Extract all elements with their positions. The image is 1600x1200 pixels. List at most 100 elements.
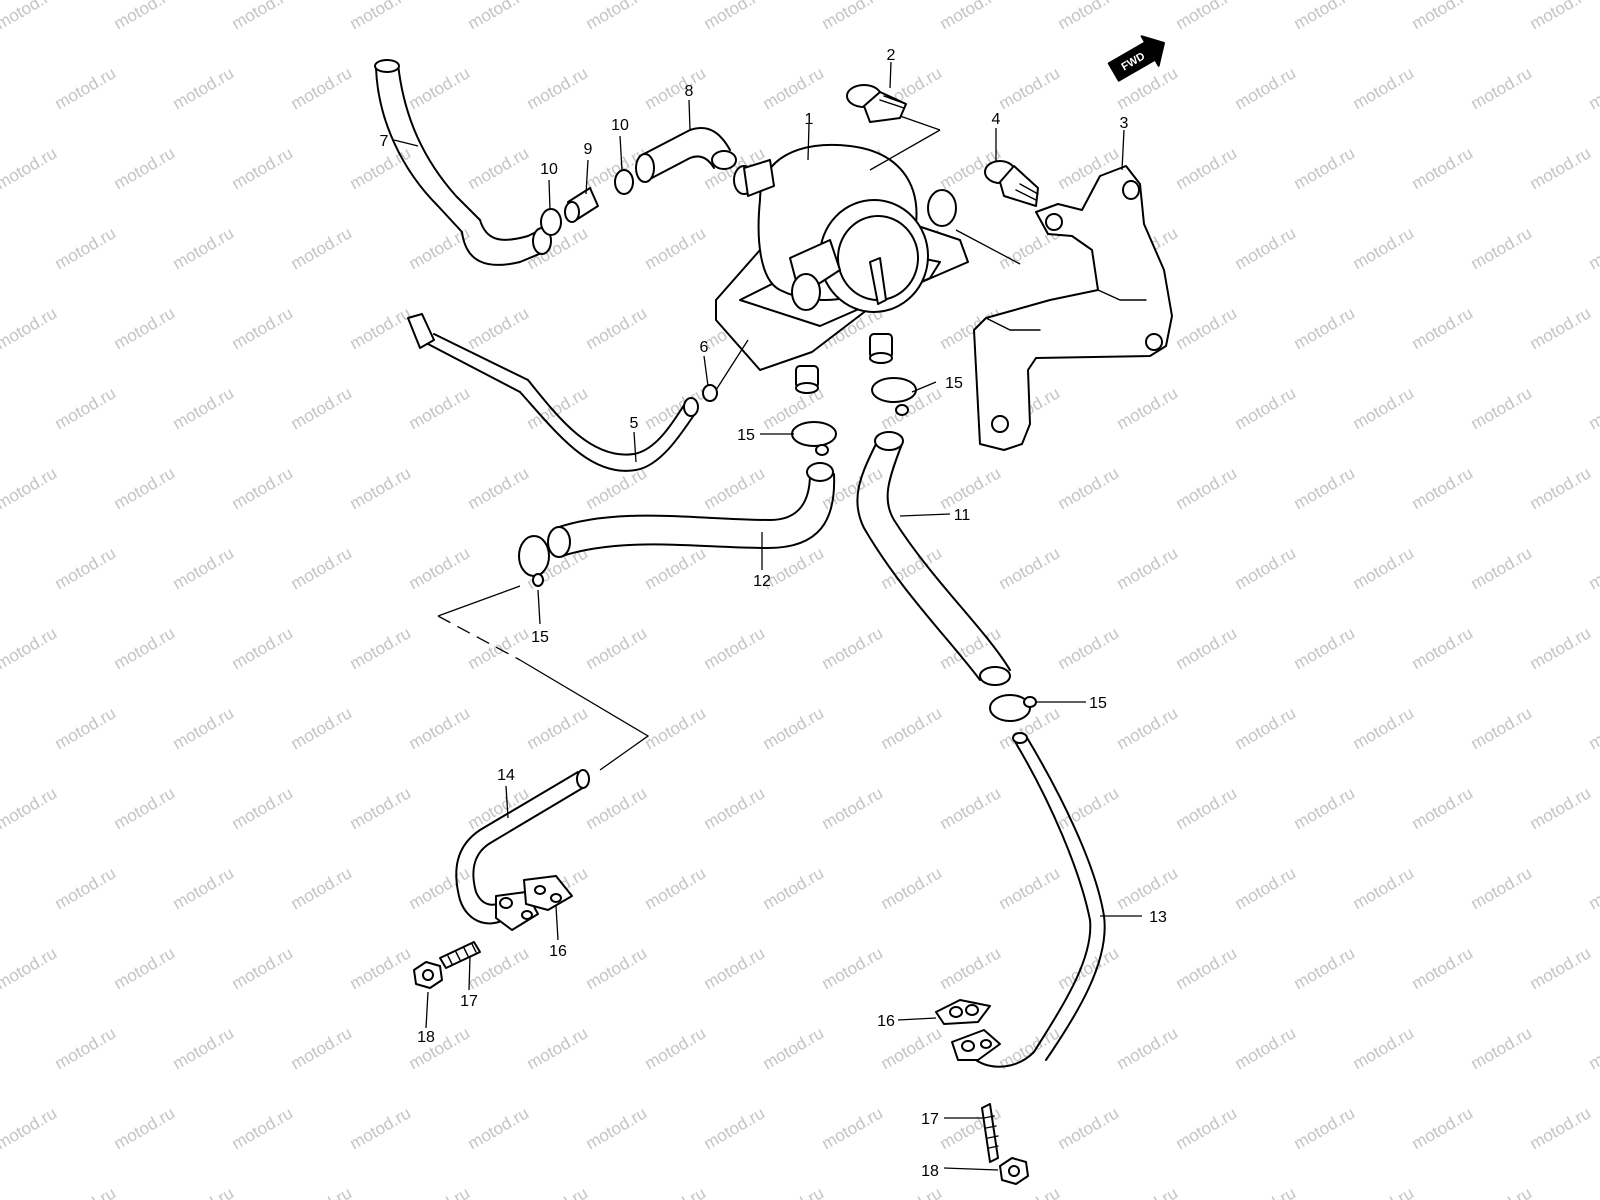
watermark-text: motod.ru (229, 303, 297, 353)
watermark-text: motod.ru (0, 303, 60, 353)
watermark-text: motod.ru (170, 1183, 238, 1200)
watermark-text: motod.ru (52, 223, 120, 273)
watermark-text: motod.ru (1409, 0, 1477, 33)
callout-18-right: 18 (921, 1163, 939, 1180)
watermark-text: motod.ru (0, 143, 60, 193)
watermark-text: motod.ru (878, 543, 946, 593)
watermark-text: motod.ru (1409, 463, 1477, 513)
watermark-text: motod.ru (229, 0, 297, 33)
watermark-text: motod.ru (1114, 1023, 1182, 1073)
watermark-text: motod.ru (583, 1103, 651, 1153)
watermark-text: motod.ru (583, 783, 651, 833)
watermark-text: motod.ru (760, 703, 828, 753)
watermark-text: motod.ru (111, 783, 179, 833)
watermark-text: motod.ru (1232, 863, 1300, 913)
callout-18-left: 18 (417, 1029, 435, 1046)
watermark-text: motod.ru (288, 863, 356, 913)
bolt-4 (984, 160, 1039, 207)
watermark-text: motod.ru (1350, 863, 1418, 913)
watermark-text: motod.ru (347, 783, 415, 833)
watermark-text: motod.ru (288, 543, 356, 593)
watermark-text: motod.ru (1586, 1023, 1600, 1073)
watermark-text: motod.ru (229, 143, 297, 193)
watermark-text: motod.ru (111, 0, 179, 33)
watermark-text: motod.ru (1291, 943, 1359, 993)
callout-10-right: 10 (611, 117, 629, 134)
watermark-text: motod.ru (1468, 863, 1536, 913)
watermark-text: motod.ru (1527, 143, 1595, 193)
pipe-9 (564, 187, 599, 223)
watermark-text: motod.ru (1350, 223, 1418, 273)
callout-15-upper-right: 15 (945, 375, 963, 392)
watermark-text: motod.ru (347, 623, 415, 673)
watermark-text: motod.ru (1586, 863, 1600, 913)
watermark-text: motod.ru (1350, 703, 1418, 753)
callout-9: 9 (584, 141, 593, 158)
callout-15-middle: 15 (737, 427, 755, 444)
watermark-text: motod.ru (819, 0, 887, 33)
watermark-text: motod.ru (465, 303, 533, 353)
callout-8: 8 (685, 83, 694, 100)
watermark-text: motod.ru (1527, 0, 1595, 33)
watermark-text: motod.ru (229, 623, 297, 673)
watermark-text: motod.ru (1468, 1183, 1536, 1200)
watermark-text: motod.ru (406, 383, 474, 433)
watermark-text: motod.ru (52, 1183, 120, 1200)
watermark-text: motod.ru (465, 1103, 533, 1153)
hose-5 (407, 313, 699, 472)
watermark-text: motod.ru (1232, 703, 1300, 753)
watermark-text: motod.ru (1114, 703, 1182, 753)
watermark-text: motod.ru (1291, 0, 1359, 33)
air-valve-assembly-1 (715, 129, 1021, 394)
watermark-text: motod.ru (1232, 63, 1300, 113)
callout-3: 3 (1120, 115, 1129, 132)
clamp-10-right (614, 169, 634, 195)
watermark-text: motod.ru (170, 223, 238, 273)
watermark-text: motod.ru (996, 863, 1064, 913)
watermark-text: motod.ru (288, 1183, 356, 1200)
watermark-text: motod.ru (229, 783, 297, 833)
watermark-text: motod.ru (347, 943, 415, 993)
watermark-text: motod.ru (1173, 783, 1241, 833)
watermark-text: motod.ru (1114, 543, 1182, 593)
watermark-text: motod.ru (0, 863, 1, 913)
watermark-text: motod.ru (0, 623, 60, 673)
callout-15-left: 15 (531, 629, 549, 646)
callout-leader-lines (393, 61, 1142, 1171)
fwd-direction-badge: FWD (1107, 35, 1165, 82)
watermark-text: motod.ru (288, 223, 356, 273)
watermark-text: motod.ru (1232, 543, 1300, 593)
watermark-text: motod.ru (524, 1023, 592, 1073)
watermark-text: motod.ru (1586, 383, 1600, 433)
watermark-text: motod.ru (1055, 943, 1123, 993)
watermark-text: motod.ru (52, 383, 120, 433)
watermark-text: motod.ru (0, 543, 1, 593)
watermark-text: motod.ru (1232, 223, 1300, 273)
watermark-text: motod.ru (1173, 623, 1241, 673)
watermark-text: motod.ru (1527, 463, 1595, 513)
watermark-text: motod.ru (1527, 303, 1595, 353)
watermark-text: motod.ru (52, 543, 120, 593)
watermark-text: motod.ru (1055, 1103, 1123, 1153)
callout-16-left: 16 (549, 943, 567, 960)
watermark-text: motod.ru (760, 63, 828, 113)
watermark-text: motod.ru (170, 1023, 238, 1073)
watermark-text: motod.ru (1114, 863, 1182, 913)
watermark-text: motod.ru (111, 623, 179, 673)
watermark-text: motod.ru (1055, 463, 1123, 513)
gasket-16-right (935, 999, 991, 1025)
watermark-text: motod.ru (1291, 783, 1359, 833)
watermark-text: motod.ru (1350, 1183, 1418, 1200)
watermark-text: motod.ru (701, 463, 769, 513)
callout-12: 12 (753, 573, 771, 590)
callout-7: 7 (380, 133, 389, 150)
watermark-text: motod.ru (465, 463, 533, 513)
watermark-text: motod.ru (347, 0, 415, 33)
watermark-text: motod.ru (701, 623, 769, 673)
watermark-text: motod.ru (642, 223, 710, 273)
watermark-text: motod.ru (996, 1183, 1064, 1200)
watermark-text: motod.ru (1232, 1183, 1300, 1200)
callout-labels: 1 2 3 4 5 6 7 8 9 10 10 11 12 13 14 15 1… (380, 47, 1167, 1180)
